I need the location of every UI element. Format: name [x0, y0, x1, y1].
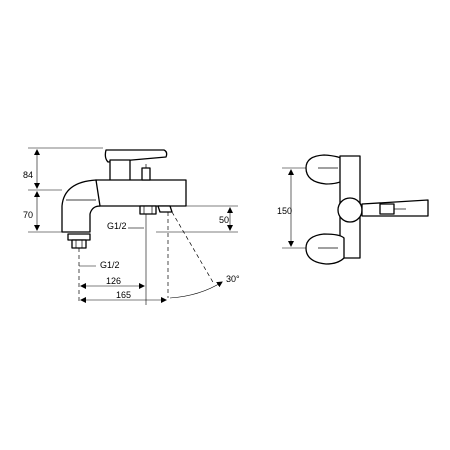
front-upper-connector [305, 154, 345, 185]
dim-label-165: 165 [116, 290, 131, 300]
side-height-dimensions: 84 70 [23, 147, 103, 233]
dim-label-50: 50 [219, 215, 229, 225]
side-diverter-knob [141, 167, 151, 181]
front-lower-connector [305, 233, 345, 265]
side-outlet-angle: 30° [167, 211, 240, 299]
side-inlet-fitting [67, 233, 91, 302]
side-inlet-thread: G1/2 [79, 260, 120, 270]
front-control-dial [337, 197, 363, 223]
dim-label-84: 84 [23, 170, 33, 180]
side-spout-dimension: 50 [156, 205, 238, 233]
dim-label-thread-inlet: G1/2 [100, 260, 120, 270]
side-spout [61, 179, 101, 233]
dim-label-thread-outlet: G1/2 [107, 221, 127, 231]
dim-label-126: 126 [106, 276, 121, 286]
front-lever-hub [379, 203, 395, 215]
side-outlet-tip [157, 205, 173, 213]
front-height-dimension: 150 [277, 167, 312, 249]
side-width-dimensions: 126 165 [80, 276, 167, 303]
dim-label-angle: 30° [226, 274, 240, 284]
side-view: 84 70 50 [23, 147, 240, 305]
dim-label-150: 150 [277, 206, 292, 216]
front-lever [361, 199, 429, 217]
side-outlet-thread: G1/2 [107, 214, 147, 305]
side-lever-handle [104, 149, 168, 163]
dim-label-70: 70 [23, 210, 33, 220]
side-outlet-nut [139, 205, 157, 215]
front-view: 150 [277, 154, 429, 265]
side-main-body [95, 179, 187, 207]
